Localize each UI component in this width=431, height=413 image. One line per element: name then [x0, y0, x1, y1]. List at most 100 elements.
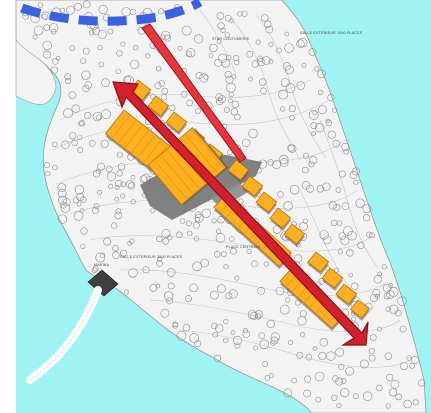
tree-dot-icon: [101, 78, 110, 87]
tree-dot-icon: [397, 296, 407, 306]
tree-dot-icon: [241, 10, 248, 17]
tree-dot-icon: [257, 57, 266, 67]
tree-dot-icon: [322, 235, 332, 245]
tree-dot-icon: [201, 208, 211, 218]
tree-dot-icon: [82, 47, 90, 55]
tree-dot-icon: [55, 55, 61, 61]
tree-dot-icon: [215, 93, 224, 101]
tree-dot-icon: [294, 254, 303, 263]
tree-dot-icon: [215, 324, 224, 333]
tree-dot-icon: [208, 53, 214, 58]
tree-dot-icon: [308, 161, 315, 168]
tree-dot-icon: [150, 208, 156, 214]
tree-dot-icon: [158, 8, 165, 15]
tree-dot-icon: [180, 91, 188, 98]
tree-dot-icon: [116, 50, 123, 57]
tree-dot-icon: [71, 139, 78, 146]
tree-dot-icon: [216, 12, 225, 20]
tree-dot-icon: [315, 122, 325, 133]
tree-dot-icon: [97, 44, 103, 51]
tree-dot-icon: [230, 247, 237, 255]
label-plaza: PLACE CENTRALE: [226, 245, 261, 249]
tree-dot-icon: [261, 14, 269, 22]
tree-dot-icon: [68, 132, 77, 140]
tree-dot-icon: [332, 139, 341, 148]
tree-dot-icon: [76, 193, 85, 202]
tree-dot-icon: [259, 78, 267, 86]
tree-dot-icon: [98, 4, 108, 15]
tree-dot-icon: [386, 373, 394, 382]
tree-dot-icon: [225, 82, 236, 93]
tree-dot-icon: [51, 57, 59, 65]
tree-dot-icon: [304, 375, 312, 383]
tree-dot-icon: [120, 193, 126, 199]
tree-dot-icon: [224, 70, 232, 79]
contour-line: [179, 329, 411, 368]
tree-dot-icon: [316, 185, 324, 193]
tree-dot-icon: [186, 51, 193, 58]
tree-dot-icon: [359, 359, 369, 369]
pier: [26, 269, 119, 384]
tree-dot-icon: [327, 130, 336, 139]
tree-dot-icon: [231, 74, 237, 79]
tree-dot-icon: [355, 198, 365, 208]
tree-dot-icon: [186, 99, 193, 107]
tree-dot-icon: [117, 163, 126, 171]
tree-dot-icon: [74, 185, 85, 195]
tree-dot-icon: [194, 108, 201, 114]
tree-dot-icon: [227, 149, 233, 156]
tree-dot-icon: [97, 189, 103, 195]
tree-dot-icon: [95, 252, 106, 263]
tree-dot-icon: [128, 268, 138, 278]
tree-dot-icon: [255, 313, 262, 320]
tree-dot-icon: [166, 297, 173, 305]
building-block: [147, 95, 170, 119]
tree-dot-icon: [214, 354, 222, 362]
tree-dot-icon: [233, 54, 240, 62]
tree-dot-icon: [225, 14, 232, 22]
tree-dot-icon: [160, 94, 168, 101]
tree-dot-icon: [77, 146, 84, 153]
tree-dot-icon: [78, 120, 84, 127]
tree-dot-icon: [95, 114, 102, 121]
tree-dot-icon: [50, 66, 59, 74]
tree-dot-icon: [296, 81, 305, 90]
tree-dot-icon: [223, 337, 229, 344]
tree-dot-icon: [348, 272, 354, 278]
tree-dot-icon: [115, 208, 122, 215]
tree-dot-icon: [230, 108, 238, 116]
tree-dot-icon: [418, 379, 426, 387]
tree-dot-icon: [377, 271, 383, 277]
tree-dot-icon: [268, 59, 274, 65]
tree-dot-icon: [195, 72, 203, 80]
tree-dot-icon: [308, 48, 317, 56]
tree-dot-icon: [395, 393, 403, 401]
tree-dot-icon: [270, 340, 276, 346]
tree-dot-icon: [199, 73, 209, 83]
tree-dot-icon: [211, 322, 218, 330]
tree-dot-icon: [390, 379, 400, 389]
tree-dot-icon: [161, 228, 171, 238]
tree-dot-icon: [160, 308, 170, 318]
tree-dot-icon: [327, 93, 335, 102]
building-block: [321, 267, 344, 291]
tree-dot-icon: [377, 326, 382, 332]
tree-dot-icon: [80, 227, 88, 235]
tree-dot-icon: [116, 170, 123, 177]
tree-dot-icon: [300, 332, 306, 338]
tree-dot-icon: [97, 30, 107, 39]
tree-dot-icon: [160, 34, 166, 40]
tree-dot-icon: [224, 32, 230, 38]
tree-dot-icon: [340, 377, 347, 384]
tree-dot-icon: [162, 237, 170, 245]
tree-dot-icon: [61, 140, 70, 150]
tree-dot-icon: [200, 258, 209, 268]
tree-dot-icon: [41, 11, 50, 20]
tree-dot-icon: [63, 108, 73, 119]
tree-dot-icon: [214, 251, 221, 258]
tree-dot-icon: [228, 98, 233, 103]
tree-dot-icon: [64, 77, 72, 84]
tree-dot-icon: [248, 128, 258, 139]
tree-dot-icon: [52, 164, 58, 170]
